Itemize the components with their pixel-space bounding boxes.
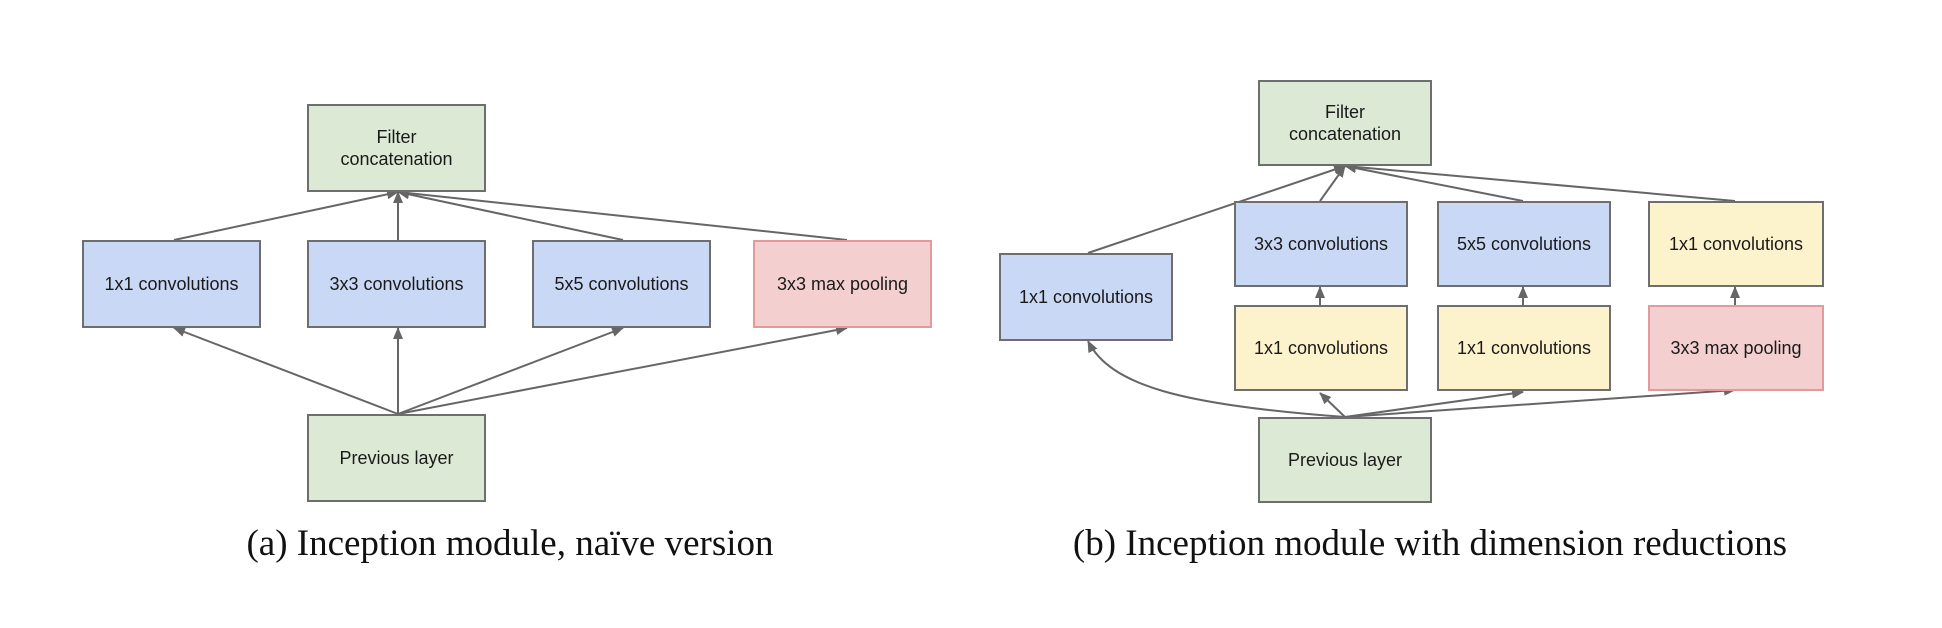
arrow-b-prev-to-1x1-left <box>1087 340 1346 418</box>
b-3x3-max-pooling: 3x3 max pooling <box>1648 305 1824 391</box>
arrow-b-1x1-left-to-concat <box>1087 164 1346 254</box>
arrow-b-prev-to-reduce5x5 <box>1344 388 1524 418</box>
arrow-b-prev-to-reduce3x3 <box>1319 392 1346 418</box>
a-1x1-convolutions: 1x1 convolutions <box>82 240 261 328</box>
b-5x5-convolutions: 5x5 convolutions <box>1437 201 1611 287</box>
a-5x5-convolutions: 5x5 convolutions <box>532 240 711 328</box>
caption-a: (a) Inception module, naïve version <box>246 523 774 564</box>
a-3x3-max-pooling: 3x3 max pooling <box>753 240 932 328</box>
b-1x1-convolutions-left: 1x1 convolutions <box>999 253 1173 341</box>
a-filter-concatenation: Filter concatenation <box>307 104 486 192</box>
b-1x1-convolutions-reduce-3x3: 1x1 convolutions <box>1234 305 1408 391</box>
arrow-a-prev-to-5x5 <box>397 327 624 415</box>
arrow-a-prev-to-pool <box>397 325 848 415</box>
a-previous-layer: Previous layer <box>307 414 486 502</box>
arrow-b-3x3-to-concat <box>1319 165 1346 202</box>
b-filter-concatenation: Filter concatenation <box>1258 80 1432 166</box>
arrow-a-prev-to-1x1 <box>173 327 399 415</box>
caption-b: (b) Inception module with dimension redu… <box>1072 523 1788 564</box>
arrow-a-pool-to-concat <box>397 188 848 241</box>
b-1x1-convolutions-top-right: 1x1 convolutions <box>1648 201 1824 287</box>
b-1x1-convolutions-reduce-5x5: 1x1 convolutions <box>1437 305 1611 391</box>
arrow-a-5x5-to-concat <box>397 189 624 241</box>
a-3x3-convolutions: 3x3 convolutions <box>307 240 486 328</box>
arrow-b-1x1-right-to-concat <box>1344 162 1736 202</box>
arrow-a-1x1-to-concat <box>173 189 399 241</box>
b-previous-layer: Previous layer <box>1258 417 1432 503</box>
arrow-b-prev-to-pool <box>1344 385 1736 418</box>
b-3x3-convolutions: 3x3 convolutions <box>1234 201 1408 287</box>
arrow-b-5x5-to-concat <box>1344 163 1524 202</box>
